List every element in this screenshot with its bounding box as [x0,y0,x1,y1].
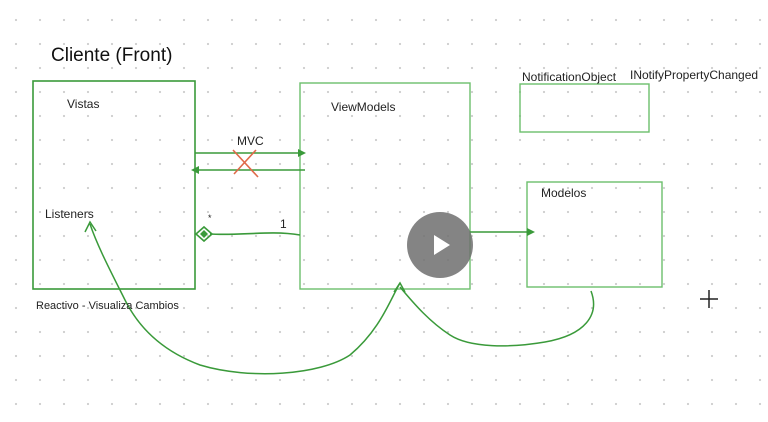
listeners-label: Listeners [45,207,94,221]
vistas-box[interactable] [32,80,196,290]
mvc-label: MVC [237,134,264,148]
mvc-cross-line-2 [233,149,257,175]
mvc-arrow-left-head [191,166,199,174]
vistas-label: Vistas [67,97,100,111]
notification-object-box[interactable] [519,83,650,133]
notification-object-label: NotificationObject [522,70,617,84]
viewmodels-label: ViewModels [331,100,396,114]
play-button[interactable] [407,212,473,278]
reactivo-note: Reactivo - Visualiza Cambios [36,300,179,312]
association-diamond [194,225,214,243]
play-icon [434,235,450,255]
viewmodels-to-modelos-arrow-head [527,228,535,236]
diagram-title: Cliente (Front) [51,45,173,66]
multiplicity-one: 1 [280,217,287,231]
inotify-label: INotifyPropertyChanged [630,68,759,82]
listeners-arrow-head [84,220,97,233]
modelos-label: Modelos [541,186,587,200]
viewmodels-box[interactable] [299,82,471,290]
freehand-modelos-to-viewmodels [399,286,595,347]
freehand-viewmodels-to-listeners [89,223,401,375]
mvc-arrow-right-head [298,149,306,157]
association-diamond-inner [200,230,208,238]
plus-icon [700,290,718,308]
mvc-cross-line-1 [232,149,259,178]
multiplicity-many: * [208,213,212,223]
viewmodels-arrow-head [393,281,406,293]
association-line [209,232,301,236]
